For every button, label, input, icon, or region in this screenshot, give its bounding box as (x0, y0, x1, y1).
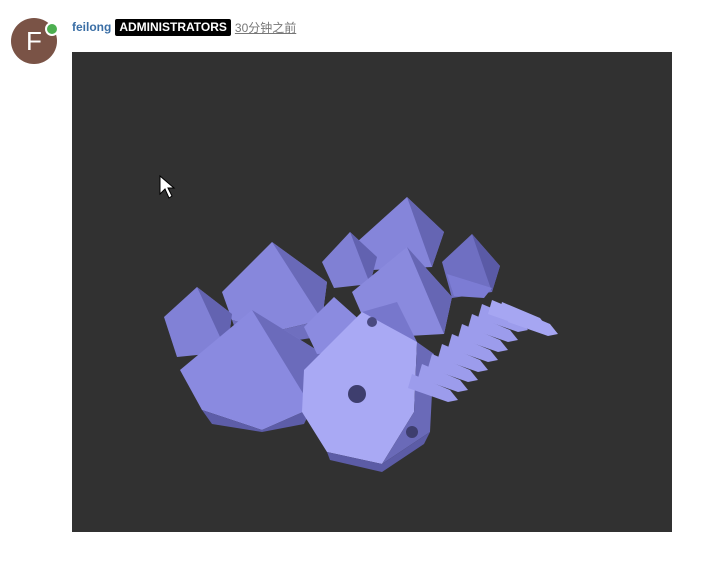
gear-shape (357, 197, 444, 270)
hex-nut-shape (302, 302, 434, 472)
cursor-icon (159, 174, 176, 199)
timestamp-link[interactable]: 30分钟之前 (234, 20, 297, 35)
post-meta: feilong ADMINISTRATORS 30分钟之前 (72, 18, 296, 36)
online-status-icon (45, 22, 59, 36)
post-image[interactable] (72, 52, 672, 532)
gear-shape (442, 234, 500, 298)
3d-model-render (159, 174, 558, 472)
group-badge[interactable]: ADMINISTRATORS (115, 18, 231, 36)
gear-shape (322, 232, 377, 288)
avatar-letter: F (26, 25, 42, 56)
pin-shapes (408, 300, 558, 402)
gear-shape (180, 310, 320, 432)
username-link[interactable]: feilong (72, 20, 112, 34)
